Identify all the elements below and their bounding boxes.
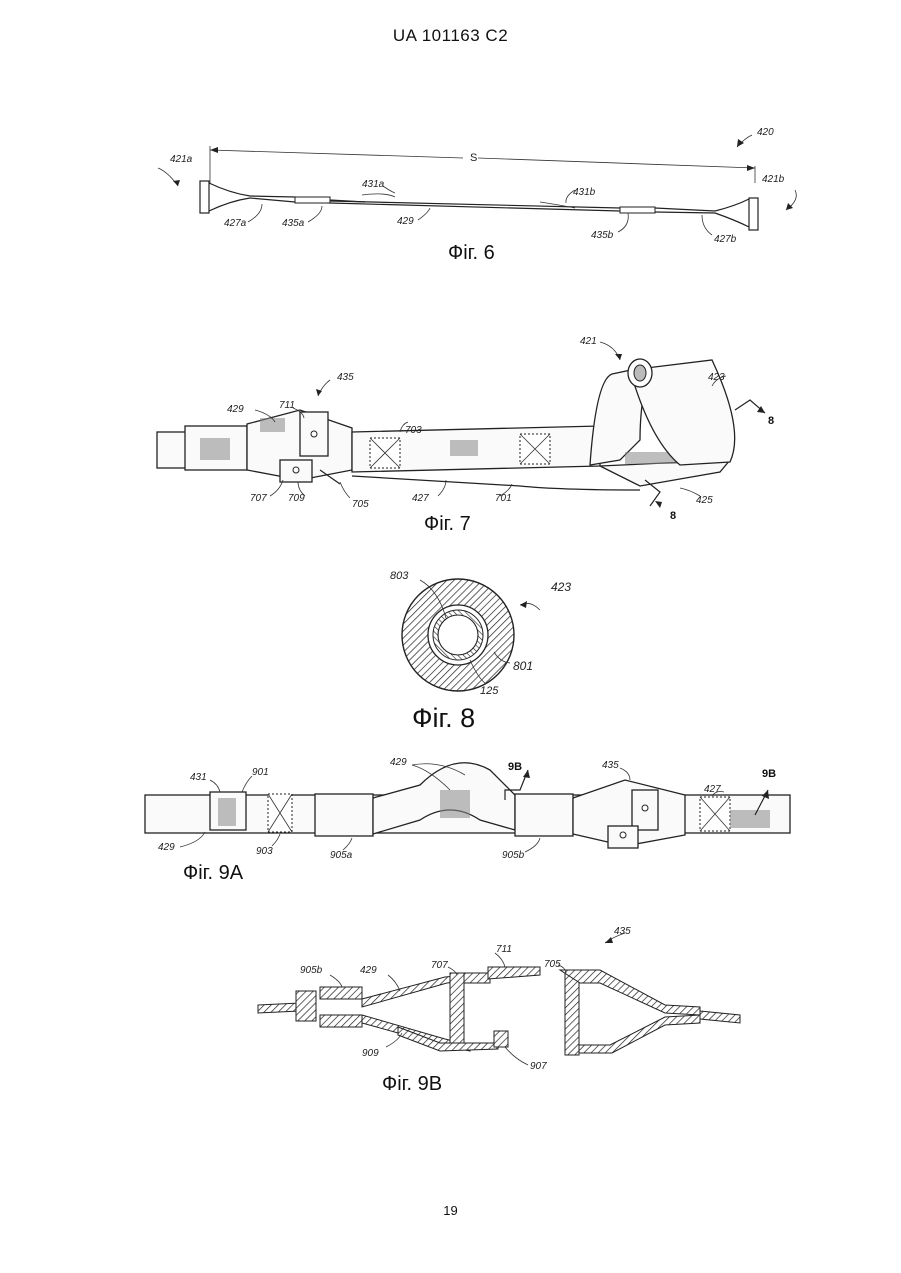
label-435a: 435a <box>282 218 305 229</box>
label-711: 711 <box>279 400 295 411</box>
label-9b-right: 9B <box>762 768 776 780</box>
label-421b: 421b <box>762 174 785 185</box>
label-701: 701 <box>495 493 512 504</box>
label-8-top: 8 <box>768 415 774 427</box>
label-425: 425 <box>696 495 713 506</box>
label-907: 907 <box>530 1061 547 1072</box>
label-427b: 427b <box>714 234 737 245</box>
label-431b: 431b <box>573 187 596 198</box>
label-703: 703 <box>405 425 422 436</box>
label-420: 420 <box>757 127 774 138</box>
label-705: 705 <box>544 959 561 970</box>
label-429-bottom: 429 <box>158 842 175 853</box>
label-429: 429 <box>397 216 414 227</box>
label-801: 801 <box>513 659 533 673</box>
label-901: 901 <box>252 767 269 778</box>
label-427: 427 <box>412 493 429 504</box>
figure-8-drawing: 803 423 801 125 <box>0 560 901 710</box>
label-435: 435 <box>614 926 631 937</box>
label-421a: 421a <box>170 154 193 165</box>
label-905a: 905a <box>330 850 353 861</box>
label-903: 903 <box>256 846 273 857</box>
label-905b: 905b <box>502 850 525 861</box>
label-705: 705 <box>352 499 369 510</box>
label-423: 423 <box>551 580 571 594</box>
figure-7-drawing: 435 421 423 8 429 711 703 707 709 705 42… <box>0 320 901 540</box>
figure-9a-caption: Фіг. 9А <box>183 862 243 885</box>
label-125: 125 <box>480 685 499 697</box>
label-9b-left: 9B <box>508 761 522 773</box>
label-429: 429 <box>360 965 377 976</box>
label-431a: 431a <box>362 179 385 190</box>
label-429: 429 <box>227 404 244 415</box>
label-435: 435 <box>602 760 619 771</box>
figure-9b-caption: Фіг. 9В <box>382 1073 442 1096</box>
label-8-bottom: 8 <box>670 510 676 522</box>
label-707: 707 <box>431 960 448 971</box>
label-435: 435 <box>337 372 354 383</box>
label-909: 909 <box>362 1048 379 1059</box>
figure-6-caption: Фіг. 6 <box>448 242 495 265</box>
label-711: 711 <box>496 944 512 955</box>
figure-7-caption: Фіг. 7 <box>424 513 471 536</box>
label-427: 427 <box>704 784 721 795</box>
figure-8-caption: Фіг. 8 <box>412 703 475 734</box>
label-span-s: S <box>470 152 477 164</box>
label-709: 709 <box>288 493 305 504</box>
label-429-top: 429 <box>390 757 407 768</box>
label-423: 423 <box>708 372 725 383</box>
label-427a: 427a <box>224 218 247 229</box>
label-435b: 435b <box>591 230 614 241</box>
label-803: 803 <box>390 570 409 582</box>
label-421: 421 <box>580 336 597 347</box>
page-number: 19 <box>0 1203 901 1218</box>
label-707: 707 <box>250 493 267 504</box>
figure-9a-drawing: 431 901 429 9B 435 427 9B 429 903 905a 9… <box>0 750 901 880</box>
label-905b: 905b <box>300 965 323 976</box>
figure-9b-drawing: 435 711 707 705 905b 429 909 907 <box>0 915 901 1075</box>
label-431: 431 <box>190 772 207 783</box>
